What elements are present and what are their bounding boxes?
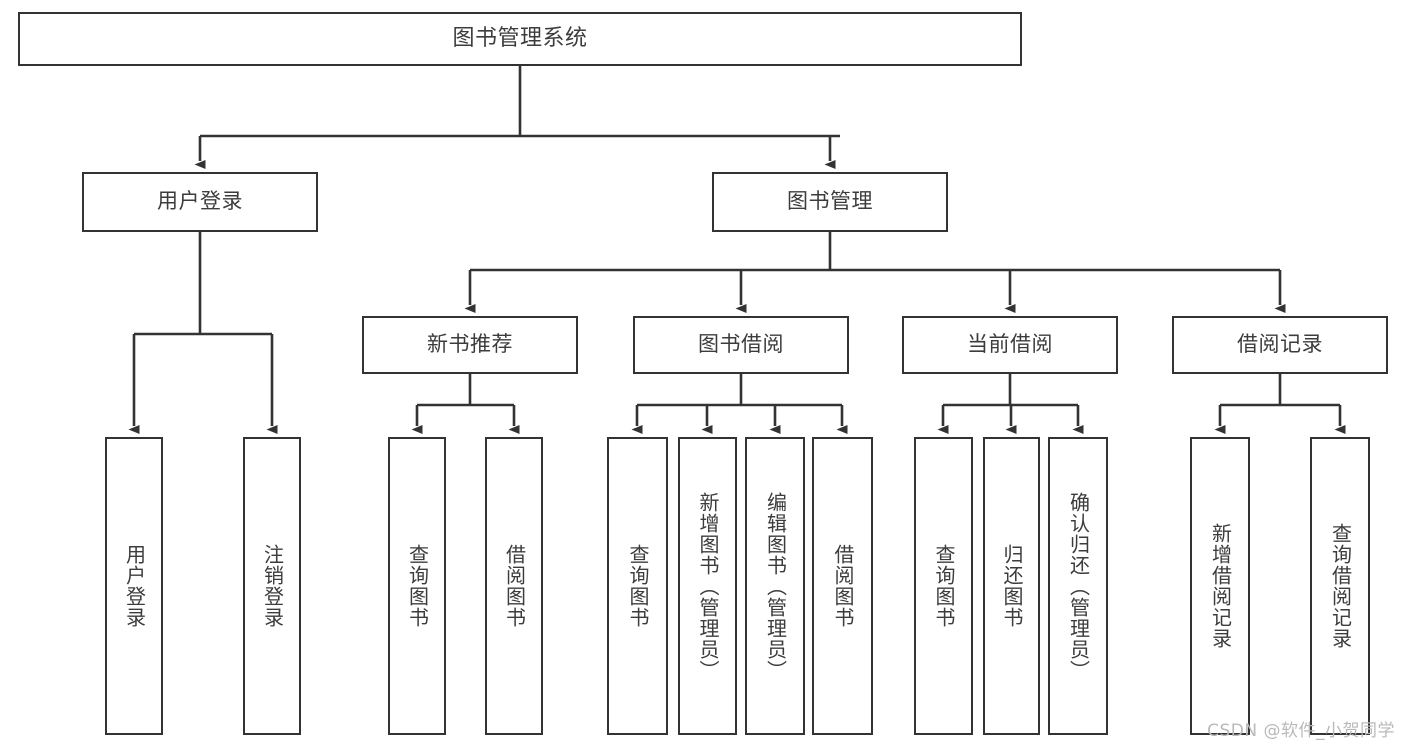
leaf-query-book-borrow[interactable]: 查询图书 xyxy=(607,437,668,735)
node-label: 借阅图书 xyxy=(831,544,855,628)
leaf-confirm-return-admin[interactable]: 确认归还（管理员） xyxy=(1048,437,1108,735)
node-label: 用户登录 xyxy=(157,189,243,214)
node-label: 借阅记录 xyxy=(1237,332,1323,357)
edge-group-book-manage xyxy=(464,232,1286,313)
node-label: 新增借阅记录 xyxy=(1208,523,1233,649)
node-new-book-recommend[interactable]: 新书推荐 xyxy=(362,316,578,374)
node-label: 查询图书 xyxy=(932,544,956,628)
leaf-borrow-book[interactable]: 借阅图书 xyxy=(812,437,873,735)
node-label: 查询图书 xyxy=(626,544,650,628)
leaf-add-book-admin[interactable]: 新增图书（管理员） xyxy=(678,437,737,735)
node-label: 编辑图书（管理员） xyxy=(763,491,788,681)
edge-group-new-book xyxy=(411,374,520,434)
leaf-query-borrow-record[interactable]: 查询借阅记录 xyxy=(1310,437,1370,735)
edge-group-root xyxy=(194,66,840,169)
node-label: 查询图书 xyxy=(405,544,430,628)
node-borrow-record[interactable]: 借阅记录 xyxy=(1172,316,1388,374)
node-label: 查询借阅记录 xyxy=(1328,523,1353,649)
leaf-return-book[interactable]: 归还图书 xyxy=(983,437,1040,735)
node-root-system[interactable]: 图书管理系统 xyxy=(18,12,1022,66)
node-label: 确认归还（管理员） xyxy=(1066,491,1091,681)
node-label: 归还图书 xyxy=(1000,544,1024,628)
edge-group-book-borrow xyxy=(631,374,848,434)
node-label: 注销登录 xyxy=(260,544,285,628)
watermark-text: CSDN @软件_小贺同学 xyxy=(1207,721,1395,741)
node-label: 新书推荐 xyxy=(427,332,513,357)
node-label: 图书管理 xyxy=(787,189,873,214)
node-current-borrow[interactable]: 当前借阅 xyxy=(902,316,1118,374)
node-book-management[interactable]: 图书管理 xyxy=(712,172,948,232)
leaf-query-book-current[interactable]: 查询图书 xyxy=(914,437,973,735)
edge-group-borrow-record xyxy=(1214,374,1346,434)
leaf-user-login[interactable]: 用户登录 xyxy=(105,437,163,735)
edge-group-user-login xyxy=(128,232,278,434)
leaf-logout[interactable]: 注销登录 xyxy=(243,437,301,735)
node-label: 图书管理系统 xyxy=(452,25,588,51)
node-book-borrow[interactable]: 图书借阅 xyxy=(633,316,849,374)
edge-group-current-borrow xyxy=(937,374,1084,434)
node-label: 当前借阅 xyxy=(967,332,1053,357)
leaf-borrow-book-new[interactable]: 借阅图书 xyxy=(485,437,543,735)
leaf-query-book-new[interactable]: 查询图书 xyxy=(388,437,446,735)
node-label: 借阅图书 xyxy=(502,544,527,628)
node-label: 图书借阅 xyxy=(698,332,784,357)
node-user-login[interactable]: 用户登录 xyxy=(82,172,318,232)
leaf-add-borrow-record[interactable]: 新增借阅记录 xyxy=(1190,437,1250,735)
node-label: 新增图书（管理员） xyxy=(696,491,720,681)
node-label: 用户登录 xyxy=(122,544,147,628)
leaf-edit-book-admin[interactable]: 编辑图书（管理员） xyxy=(745,437,805,735)
